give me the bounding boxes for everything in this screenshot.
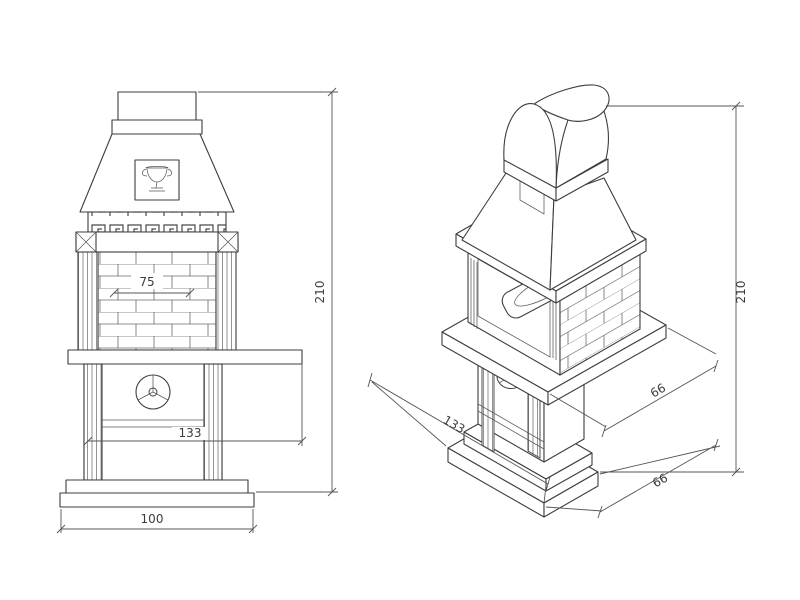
iso-dim-133-label: 133 (441, 413, 468, 437)
iso-dim-210-label: 210 (734, 281, 748, 304)
front-view: 75 133 100 210 (56, 87, 338, 534)
chimney-collar (111, 119, 203, 135)
base-step-lower (59, 492, 255, 508)
cap-ridge (533, 84, 610, 122)
dim-total-height-front: 210 (198, 87, 338, 497)
base-step-upper (65, 479, 249, 494)
pedestal-emblem (135, 374, 171, 410)
pedestal-column-right (203, 363, 223, 481)
iso-dim-66-top-label: 66 (648, 381, 668, 401)
hearth-shelf (67, 349, 303, 365)
iso-dim-66-bottom-label: 66 (650, 471, 670, 491)
dim-210-front-label: 210 (313, 281, 327, 304)
hood-plaque (134, 159, 180, 201)
firebox-bricks (97, 251, 217, 351)
dim-75-label: 75 (139, 275, 154, 289)
iso-dim-base-depth: 66 (545, 438, 721, 519)
column-right (215, 251, 237, 351)
cornice-rosette-right (217, 231, 239, 253)
dim-base-width: 100 (56, 509, 258, 534)
dim-hearth-width: 133 (83, 364, 307, 446)
column-left (77, 251, 99, 351)
pedestal-column-left (83, 363, 103, 481)
dim-100-label: 100 (141, 512, 164, 526)
iso-view: 210 66 133 66 (367, 84, 748, 519)
cap-front-arch (503, 103, 557, 189)
iso-dim-shelf-depth: 66 (549, 327, 719, 438)
vase-icon (142, 166, 172, 192)
mantel-cornice (75, 231, 239, 253)
iso-chimney (503, 84, 610, 202)
iso-pedestal-shelf-lines (477, 403, 545, 450)
iso-dim-total-height: 210 (600, 101, 748, 477)
dim-133-label: 133 (179, 426, 202, 440)
meander-band (87, 211, 227, 233)
chimney-cap (117, 91, 197, 121)
dim-opening-width: 75 (109, 273, 195, 298)
iso-hood (461, 169, 637, 291)
cornice-rosette-left (75, 231, 97, 253)
iso-firebox-flutes (470, 258, 557, 360)
